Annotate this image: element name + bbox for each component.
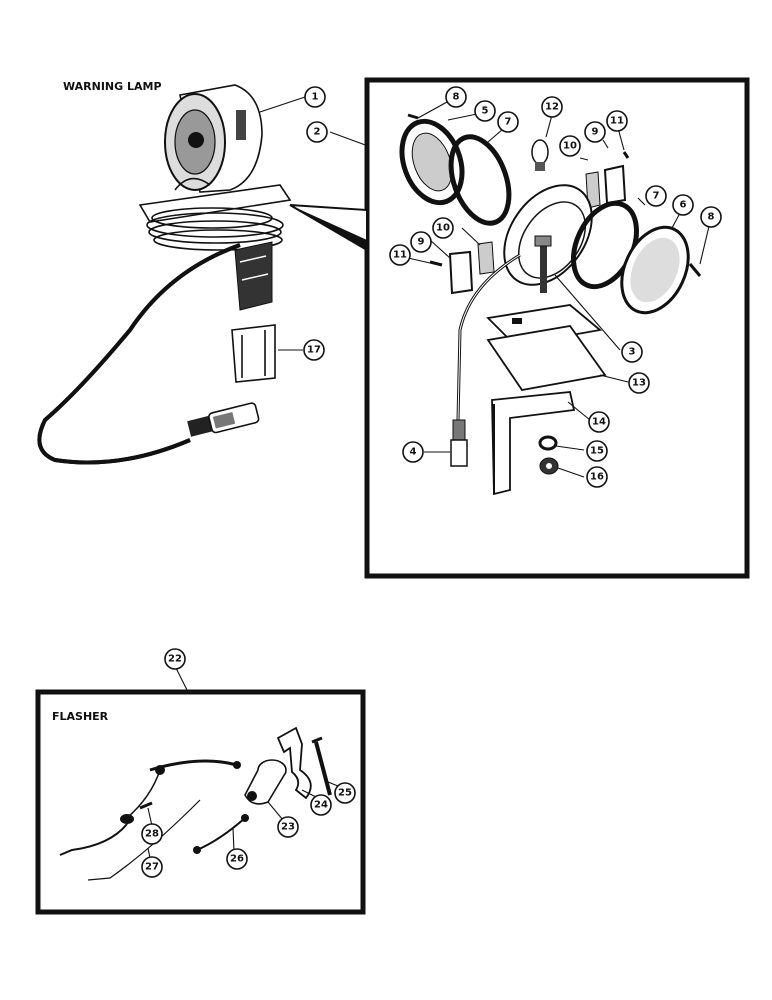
svg-text:12: 12 bbox=[545, 102, 559, 113]
svg-text:5: 5 bbox=[482, 106, 489, 117]
svg-text:8: 8 bbox=[453, 92, 460, 103]
svg-text:2: 2 bbox=[314, 127, 321, 138]
svg-text:28: 28 bbox=[145, 829, 159, 840]
svg-text:9: 9 bbox=[418, 237, 425, 248]
callout-5: 5 bbox=[474, 100, 496, 122]
callout-28: 28 bbox=[141, 823, 163, 845]
svg-text:1: 1 bbox=[312, 92, 319, 103]
flasher-leaders bbox=[147, 781, 339, 859]
svg-text:23: 23 bbox=[281, 822, 295, 833]
callout-14: 14 bbox=[588, 411, 610, 433]
exploded-parts bbox=[399, 113, 702, 496]
warning-lamp-title: WARNING LAMP bbox=[63, 80, 162, 93]
svg-text:7: 7 bbox=[505, 117, 512, 128]
flasher-frame bbox=[35, 689, 366, 915]
svg-text:16: 16 bbox=[590, 472, 604, 483]
callout-8-top: 8 bbox=[445, 86, 467, 108]
callout-17: 17 bbox=[303, 339, 325, 361]
callout-22: 22 bbox=[164, 648, 186, 670]
svg-text:7: 7 bbox=[653, 191, 660, 202]
svg-text:24: 24 bbox=[314, 800, 328, 811]
svg-text:4: 4 bbox=[410, 447, 417, 458]
svg-text:9: 9 bbox=[592, 127, 599, 138]
callout-16: 16 bbox=[586, 466, 608, 488]
svg-text:10: 10 bbox=[436, 223, 450, 234]
callout-25: 25 bbox=[334, 782, 356, 804]
callout-11-top: 11 bbox=[606, 110, 628, 132]
flasher-parts bbox=[59, 726, 332, 881]
callout-6: 6 bbox=[672, 194, 694, 216]
callout-15: 15 bbox=[586, 440, 608, 462]
svg-text:6: 6 bbox=[680, 200, 687, 211]
exploded-leaders bbox=[407, 101, 711, 478]
callout-2: 2 bbox=[306, 121, 328, 143]
callout-11-left: 11 bbox=[389, 244, 411, 266]
svg-text:11: 11 bbox=[393, 250, 407, 261]
callout-4: 4 bbox=[402, 441, 424, 463]
warning-lamp-assembly bbox=[37, 84, 292, 465]
svg-text:25: 25 bbox=[338, 788, 352, 799]
callout-9-top: 9 bbox=[584, 121, 606, 143]
callout-13: 13 bbox=[628, 372, 650, 394]
callout-7-right: 7 bbox=[645, 185, 667, 207]
callout-10-top: 10 bbox=[559, 135, 581, 157]
svg-text:22: 22 bbox=[168, 654, 182, 665]
callout-8-right: 8 bbox=[700, 206, 722, 228]
callout-3: 3 bbox=[621, 341, 643, 363]
svg-text:14: 14 bbox=[592, 417, 606, 428]
svg-text:17: 17 bbox=[307, 345, 321, 356]
callout-26: 26 bbox=[226, 848, 248, 870]
svg-text:8: 8 bbox=[708, 212, 715, 223]
callout-23: 23 bbox=[277, 816, 299, 838]
svg-text:3: 3 bbox=[629, 347, 636, 358]
svg-text:26: 26 bbox=[230, 854, 244, 865]
svg-text:11: 11 bbox=[610, 116, 624, 127]
exploded-view-frame bbox=[364, 77, 750, 579]
svg-text:15: 15 bbox=[590, 446, 604, 457]
flasher-title: FLASHER bbox=[52, 710, 109, 723]
svg-text:27: 27 bbox=[145, 862, 159, 873]
svg-text:13: 13 bbox=[632, 378, 646, 389]
svg-text:10: 10 bbox=[563, 141, 577, 152]
callout-9-left: 9 bbox=[410, 231, 432, 253]
callouts: 1 2 17 8 5 7 12 10 9 11 7 6 8 10 9 11 3 … bbox=[141, 86, 722, 878]
callout-24: 24 bbox=[310, 794, 332, 816]
callout-10-left: 10 bbox=[432, 217, 454, 239]
callout-27: 27 bbox=[141, 856, 163, 878]
callout-12: 12 bbox=[541, 96, 563, 118]
callout-1: 1 bbox=[304, 86, 326, 108]
callout-7-left: 7 bbox=[497, 111, 519, 133]
